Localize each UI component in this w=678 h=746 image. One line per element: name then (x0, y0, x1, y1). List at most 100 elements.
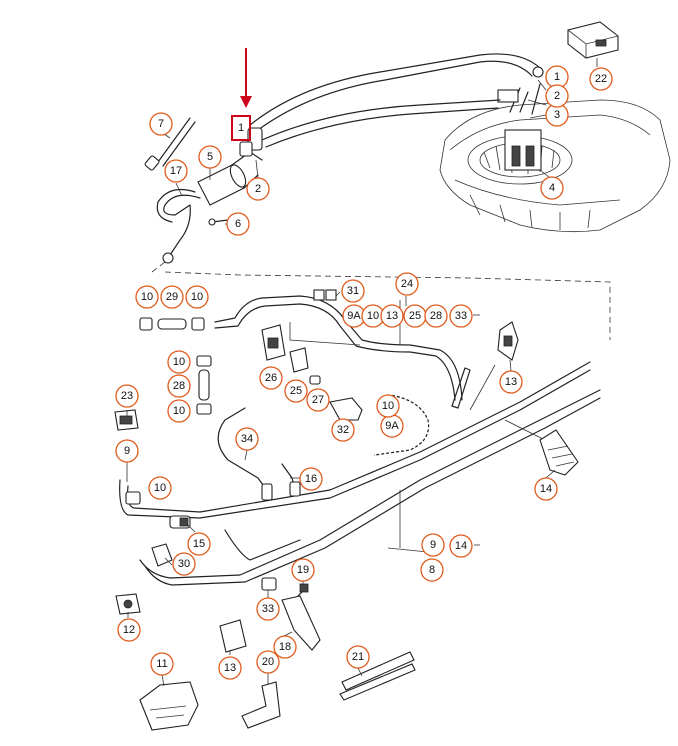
svg-text:11: 11 (156, 658, 167, 670)
svg-text:19: 19 (297, 564, 309, 576)
callout-9: 9 (115, 439, 139, 463)
svg-text:1: 1 (554, 71, 560, 83)
callout-group: 2 3 4 5 6 7 17 22 1 2 10 29 10 31 24 9A … (115, 65, 613, 680)
svg-text:31: 31 (347, 285, 359, 297)
callout-23: 23 (115, 384, 139, 408)
callout-32: 32 (331, 418, 355, 442)
callout-2-tank: 2 (545, 84, 569, 108)
callout-33-top: 33 (449, 304, 473, 328)
callout-29: 29 (160, 285, 184, 309)
callout-4: 4 (540, 176, 564, 200)
callout-14-right: 14 (534, 477, 558, 501)
callout-19: 19 (291, 558, 315, 582)
callout-21: 21 (346, 645, 370, 669)
corrugated-hose-9a (374, 394, 430, 456)
callout-13-right: 13 (499, 370, 523, 394)
callout-15: 15 (187, 532, 211, 556)
callout-20: 20 (256, 650, 280, 674)
callout-13-top: 13 (380, 304, 404, 328)
assembly-boundary (151, 261, 611, 340)
callout-10-g: 10 (148, 476, 172, 500)
bracket-26 (261, 324, 286, 361)
svg-text:12: 12 (123, 624, 135, 636)
fuel-tank (439, 83, 671, 233)
callout-34: 34 (235, 427, 259, 451)
clip-27 (309, 375, 321, 385)
callout-9-bottom: 9 (421, 533, 445, 557)
connector-15 (169, 515, 191, 529)
svg-text:14: 14 (455, 540, 467, 552)
clip-12 (115, 593, 141, 615)
pipe-34 (217, 407, 273, 501)
svg-text:10: 10 (173, 356, 185, 368)
callout-2-filter: 2 (246, 177, 270, 201)
callout-28-top: 28 (424, 304, 448, 328)
svg-text:17: 17 (170, 165, 182, 177)
hose-29-assembly (139, 317, 205, 331)
svg-text:33: 33 (455, 310, 467, 322)
svg-text:25: 25 (409, 310, 421, 322)
svg-text:7: 7 (158, 118, 164, 130)
hose-7 (144, 117, 196, 171)
bracket-13-bottom (219, 619, 247, 653)
upper-fuel-lines (249, 53, 544, 148)
svg-text:10: 10 (382, 400, 394, 412)
svg-text:9A: 9A (385, 420, 399, 432)
svg-text:23: 23 (121, 390, 133, 402)
cover-11 (139, 681, 199, 731)
clips-31 (313, 289, 337, 301)
screw-6 (208, 218, 229, 226)
svg-text:5: 5 (207, 151, 213, 163)
callout-10-a: 10 (135, 285, 159, 309)
hose-28-assembly (196, 355, 212, 415)
callout-14-bottom: 14 (449, 534, 473, 558)
callout-10-e: 10 (167, 399, 191, 423)
bracket-32 (329, 397, 363, 421)
callout-10-d: 10 (167, 350, 191, 374)
clip-25 (289, 347, 309, 373)
highlight-marker: 1 (231, 48, 252, 141)
svg-text:21: 21 (352, 651, 364, 663)
clip-30 (151, 543, 173, 567)
strip-21 (339, 651, 416, 701)
callout-24: 24 (395, 272, 419, 296)
svg-text:3: 3 (554, 109, 560, 121)
svg-text:13: 13 (505, 376, 517, 388)
clip-33-bottom (261, 577, 277, 591)
callout-26: 26 (259, 366, 283, 390)
hose-17 (156, 189, 201, 264)
pipe-16 (281, 463, 301, 497)
svg-text:13: 13 (224, 662, 236, 674)
svg-text:9A: 9A (347, 310, 361, 322)
svg-text:29: 29 (166, 291, 178, 303)
svg-text:25: 25 (290, 385, 302, 397)
relay-box (567, 21, 619, 59)
callout-11: 11 (150, 652, 174, 676)
callout-6: 6 (226, 212, 250, 236)
svg-text:2: 2 (255, 183, 261, 195)
svg-text:28: 28 (173, 380, 185, 392)
callout-9a: 9A (380, 414, 404, 438)
svg-text:27: 27 (312, 394, 324, 406)
svg-text:9: 9 (430, 539, 436, 551)
svg-text:22: 22 (595, 73, 607, 85)
svg-text:14: 14 (540, 483, 552, 495)
svg-text:10: 10 (154, 482, 166, 494)
svg-text:18: 18 (279, 641, 291, 653)
callout-12: 12 (117, 618, 141, 642)
callout-10-f: 10 (376, 394, 400, 418)
callout-25-top: 25 (403, 304, 427, 328)
svg-text:9: 9 (124, 445, 130, 457)
callout-17: 17 (164, 159, 188, 183)
svg-text:34: 34 (241, 433, 253, 445)
svg-text:15: 15 (193, 538, 205, 550)
callout-28: 28 (167, 374, 191, 398)
callout-13-bottom: 13 (218, 656, 242, 680)
callout-5: 5 (198, 145, 222, 169)
svg-text:8: 8 (429, 564, 435, 576)
svg-text:24: 24 (401, 278, 413, 290)
svg-text:6: 6 (235, 218, 241, 230)
callout-33-bottom: 33 (256, 597, 280, 621)
connector-10-left (125, 491, 141, 505)
